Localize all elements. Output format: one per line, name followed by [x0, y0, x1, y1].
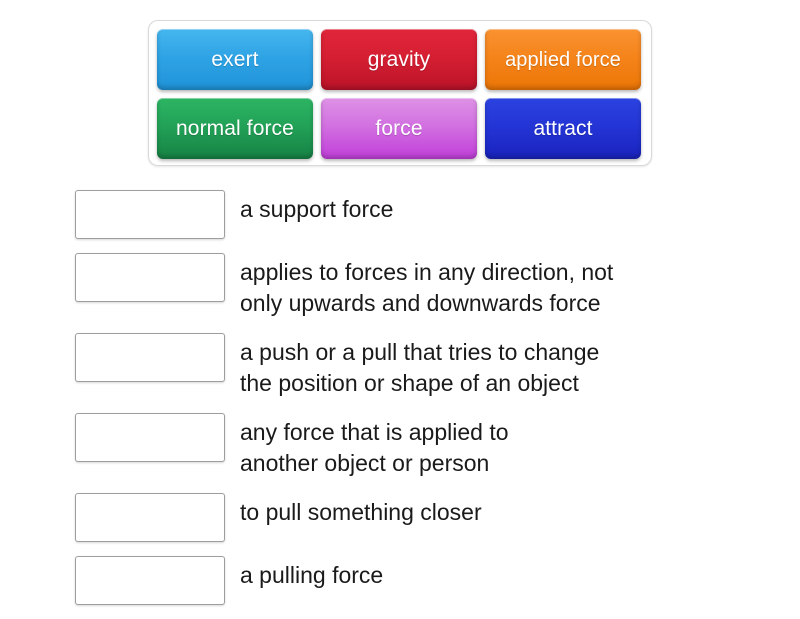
definition-line: a push or a pull that tries to change — [240, 339, 600, 365]
match-row: a pulling force — [75, 556, 775, 605]
definition-rows: a support force applies to forces in any… — [75, 190, 775, 619]
definition-line: any force that is applied to — [240, 419, 509, 445]
definition-line: only upwards and downwards force — [240, 290, 601, 316]
word-tile-attract[interactable]: attract — [485, 98, 641, 159]
match-row: to pull something closer — [75, 493, 775, 542]
definition-text: a support force — [240, 190, 750, 225]
answer-dropzone[interactable] — [75, 190, 225, 239]
definition-text: a pulling force — [240, 556, 750, 591]
word-tile-exert[interactable]: exert — [157, 29, 313, 90]
match-row: applies to forces in any direction, not … — [75, 253, 775, 319]
answer-dropzone[interactable] — [75, 253, 225, 302]
word-tile-applied-force[interactable]: applied force — [485, 29, 641, 90]
answer-dropzone[interactable] — [75, 413, 225, 462]
definition-line: a pulling force — [240, 562, 384, 588]
definition-line: another object or person — [240, 450, 490, 476]
word-tile-label: force — [375, 117, 423, 140]
definition-text: any force that is applied to another obj… — [240, 413, 750, 479]
definition-text: a push or a pull that tries to change th… — [240, 333, 750, 399]
word-tile-force[interactable]: force — [321, 98, 477, 159]
definition-line: applies to forces in any direction, not — [240, 259, 614, 285]
word-tile-label: attract — [533, 117, 593, 140]
word-tile-label: normal force — [176, 117, 294, 140]
match-row: any force that is applied to another obj… — [75, 413, 775, 479]
word-tile-label: applied force — [505, 48, 621, 71]
word-bank: exert gravity applied force normal force… — [148, 20, 652, 166]
definition-line: a support force — [240, 196, 394, 222]
word-tile-label: gravity — [367, 48, 431, 71]
answer-dropzone[interactable] — [75, 333, 225, 382]
answer-dropzone[interactable] — [75, 493, 225, 542]
match-row: a push or a pull that tries to change th… — [75, 333, 775, 399]
definition-line: to pull something closer — [240, 499, 482, 525]
word-tile-label: exert — [211, 48, 259, 71]
match-row: a support force — [75, 190, 775, 239]
word-tile-normal-force[interactable]: normal force — [157, 98, 313, 159]
definition-line: the position or shape of an object — [240, 370, 579, 396]
definition-text: to pull something closer — [240, 493, 750, 528]
answer-dropzone[interactable] — [75, 556, 225, 605]
word-tile-gravity[interactable]: gravity — [321, 29, 477, 90]
definition-text: applies to forces in any direction, not … — [240, 253, 750, 319]
